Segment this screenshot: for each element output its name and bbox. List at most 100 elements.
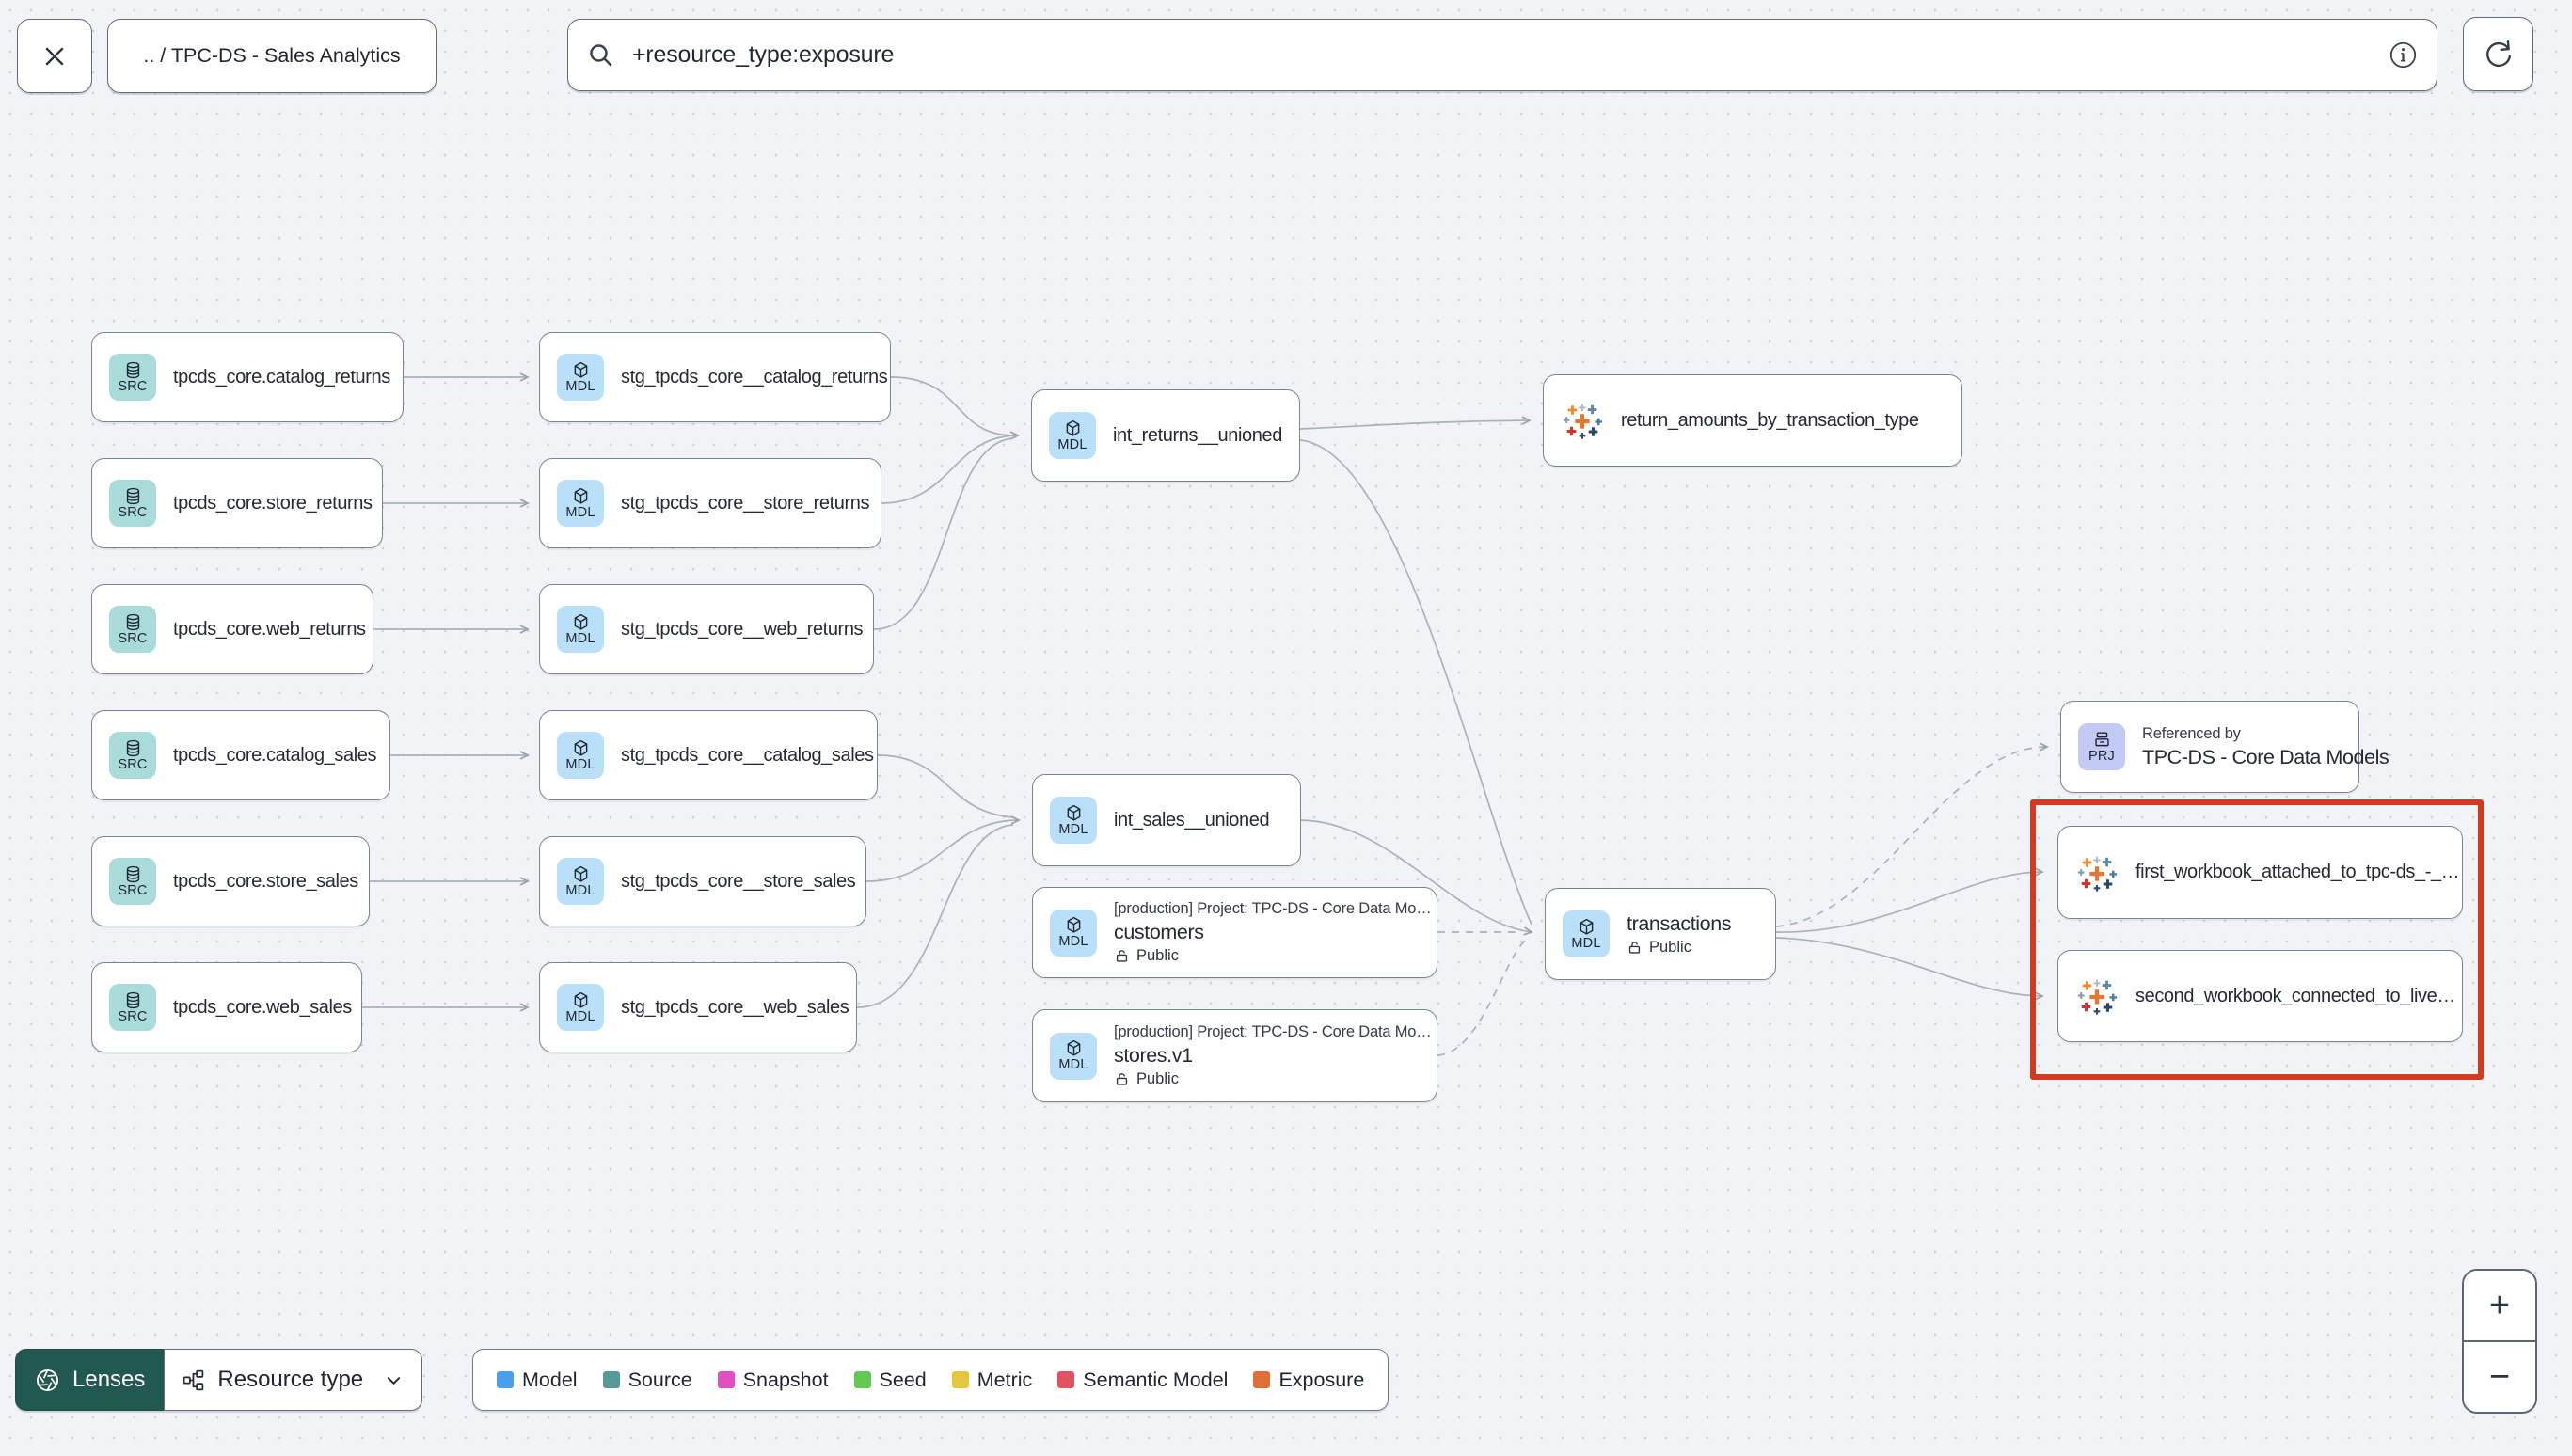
node-body: stg_tpcds_core__web_returns xyxy=(621,619,864,641)
badge-label: SRC xyxy=(118,504,148,520)
node-label: transactions xyxy=(1627,911,1732,935)
legend-item: Semantic Model xyxy=(1057,1369,1228,1392)
lenses-label: Lenses xyxy=(72,1367,146,1392)
model-cube-icon: MDL xyxy=(1050,909,1097,957)
node-prj-referenced-by[interactable]: PRJ Referenced by TPC-DS - Core Data Model… xyxy=(2060,701,2389,793)
node-exposure-second-workbook[interactable]: second_workbook_connected_to_live… xyxy=(2057,950,2463,1042)
node-label: first_workbook_attached_to_tpc-ds_-_… xyxy=(2135,862,2460,882)
highlight-box xyxy=(2030,799,2484,1080)
node-exposure-first-workbook[interactable]: first_workbook_attached_to_tpc-ds_-_… xyxy=(2057,826,2463,919)
badge-label: MDL xyxy=(1057,436,1088,452)
node-body: tpcds_core.web_returns xyxy=(173,618,366,641)
badge-label: MDL xyxy=(1058,1057,1088,1073)
search-input[interactable] xyxy=(630,40,2374,70)
project-archive-icon: PRJ xyxy=(2078,723,2125,770)
node-body: tpcds_core.store_returns xyxy=(173,492,373,514)
database-icon: SRC xyxy=(109,858,156,905)
node-body: stg_tpcds_core__catalog_sales xyxy=(621,744,874,767)
node-label: TPC-DS - Core Data Models xyxy=(2142,745,2389,768)
model-cube-icon: MDL xyxy=(557,732,604,779)
badge-label: MDL xyxy=(1058,934,1088,950)
badge-label: MDL xyxy=(565,882,595,898)
resource-type-dropdown[interactable]: Resource type xyxy=(164,1349,423,1411)
legend-swatch xyxy=(717,1371,735,1388)
lens-controls: Lenses Resource type xyxy=(15,1349,423,1411)
badge-label: SRC xyxy=(118,882,148,898)
unlock-icon xyxy=(1114,948,1130,964)
database-icon: SRC xyxy=(109,984,156,1031)
node-int-sales-unioned[interactable]: MDL int_sales__unioned xyxy=(1032,774,1301,866)
node-src-store-returns[interactable]: SRC tpcds_core.store_returns xyxy=(91,458,383,548)
aperture-icon xyxy=(35,1368,60,1393)
node-label: tpcds_core.catalog_sales xyxy=(173,744,377,766)
database-icon: SRC xyxy=(109,480,156,527)
node-body: tpcds_core.catalog_returns xyxy=(173,366,390,388)
zoom-out-button[interactable]: − xyxy=(2464,1340,2535,1412)
node-project-line: Referenced by xyxy=(2142,724,2241,742)
badge-label: MDL xyxy=(1058,821,1088,837)
legend-item: Snapshot xyxy=(717,1368,829,1392)
node-body: first_workbook_attached_to_tpc-ds_-_… xyxy=(2135,862,2460,883)
legend-swatch xyxy=(602,1371,620,1388)
node-access: Public xyxy=(1114,1070,1421,1088)
model-cube-icon: MDL xyxy=(1563,910,1610,957)
badge-label: SRC xyxy=(118,630,148,646)
legend-swatch xyxy=(1057,1371,1075,1388)
node-stg-catalog-sales[interactable]: MDL stg_tpcds_core__catalog_sales xyxy=(539,710,878,800)
model-cube-icon: MDL xyxy=(1050,797,1097,844)
legend-item: Metric xyxy=(951,1369,1032,1392)
access-label: Public xyxy=(1136,1070,1179,1087)
legend-item: Source xyxy=(602,1369,692,1392)
node-exposure-return-amounts[interactable]: return_amounts_by_transaction_type xyxy=(1543,374,1962,467)
info-icon[interactable] xyxy=(2389,40,2418,70)
node-src-web-sales[interactable]: SRC tpcds_core.web_sales xyxy=(91,962,362,1052)
breadcrumb[interactable]: .. / TPC-DS - Sales Analytics xyxy=(107,19,437,93)
unlock-icon xyxy=(1114,1071,1130,1087)
node-label: tpcds_core.web_returns xyxy=(173,618,366,640)
node-label: tpcds_core.catalog_returns xyxy=(173,366,390,388)
model-cube-icon: MDL xyxy=(1050,1032,1097,1080)
node-body: tpcds_core.web_sales xyxy=(173,997,352,1019)
node-body: tpcds_core.store_sales xyxy=(173,870,358,893)
close-button[interactable] xyxy=(17,19,92,93)
node-label: int_sales__unioned xyxy=(1114,809,1270,831)
node-label: stg_tpcds_core__catalog_sales xyxy=(621,744,874,766)
legend-swatch xyxy=(853,1371,871,1388)
node-label: stg_tpcds_core__catalog_returns xyxy=(621,366,888,388)
zoom-in-button[interactable]: + xyxy=(2464,1271,2535,1340)
search-bar xyxy=(567,19,2437,91)
node-label: second_workbook_connected_to_live… xyxy=(2135,985,2455,1006)
node-label: tpcds_core.store_returns xyxy=(173,492,373,514)
lenses-button[interactable]: Lenses xyxy=(15,1349,165,1411)
node-body: tpcds_core.catalog_sales xyxy=(173,744,377,767)
node-label: return_amounts_by_transaction_type xyxy=(1621,409,1919,431)
node-stores-v1[interactable]: MDL[production] Project: TPC-DS - Core D… xyxy=(1032,1009,1437,1102)
refresh-button[interactable] xyxy=(2463,17,2533,91)
legend-swatch xyxy=(497,1371,514,1388)
node-src-store-sales[interactable]: SRC tpcds_core.store_sales xyxy=(91,836,370,926)
node-customers[interactable]: MDL [production] Project: TPC-DS - Core D… xyxy=(1032,887,1437,978)
node-body: stg_tpcds_core__store_returns xyxy=(621,492,870,514)
legend-label: Model xyxy=(522,1368,578,1391)
node-label: stg_tpcds_core__web_sales xyxy=(621,996,849,1018)
node-project-line: [production] Project: TPC-DS - Core Data… xyxy=(1114,900,1432,917)
node-label: tpcds_core.store_sales xyxy=(173,870,358,892)
breadcrumb-label: .. / TPC-DS - Sales Analytics xyxy=(143,44,401,67)
node-label: stg_tpcds_core__store_returns xyxy=(621,492,870,514)
legend-label: Snapshot xyxy=(742,1368,829,1391)
node-src-web-returns[interactable]: SRC tpcds_core.web_returns xyxy=(91,584,373,674)
access-label: Public xyxy=(1649,938,1691,956)
